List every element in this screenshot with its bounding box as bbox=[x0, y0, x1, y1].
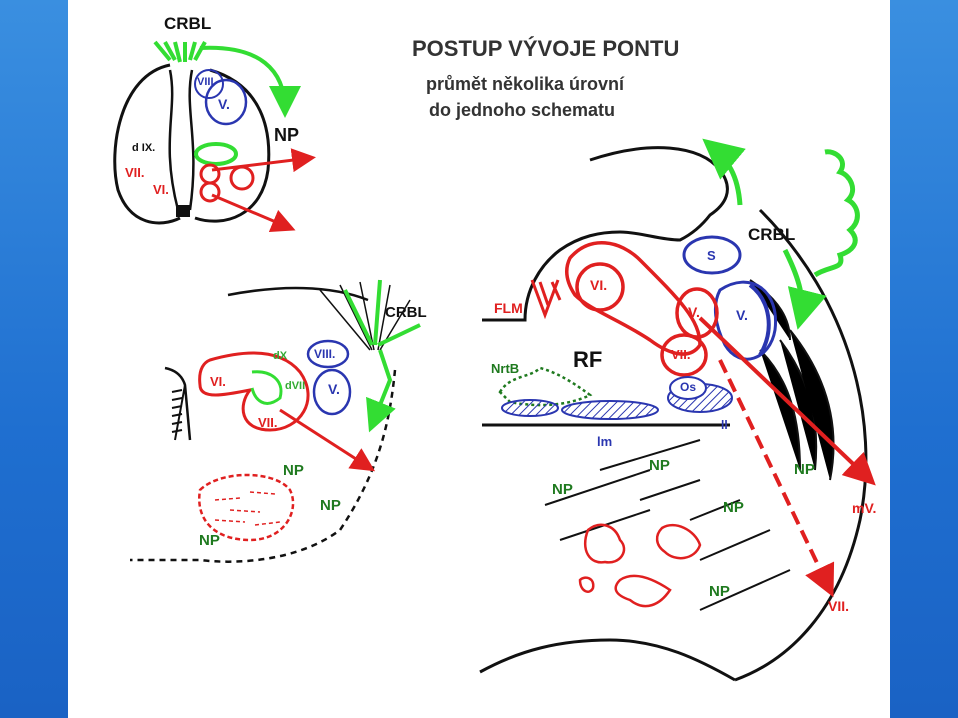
middle-left-np1-label: NP bbox=[283, 462, 304, 479]
slide-title: POSTUP VÝVOJE PONTU bbox=[412, 36, 680, 61]
top-left-dix-label: d IX. bbox=[132, 142, 156, 154]
top-left-red-arrow-2 bbox=[211, 193, 296, 233]
middle-left-np2-label: NP bbox=[320, 497, 341, 514]
right-vii-label: VII. bbox=[671, 347, 691, 362]
top-left-midline bbox=[168, 69, 195, 211]
top-left-v-label: V. bbox=[218, 96, 230, 112]
middle-left-green-fibers bbox=[343, 279, 421, 347]
middle-left-crbl-fibers bbox=[319, 281, 411, 351]
right-v-blue-label: V. bbox=[736, 307, 748, 323]
right-os-label: Os bbox=[680, 380, 697, 394]
top-left-np-label: NP bbox=[274, 125, 300, 145]
top-left-v-nucleus bbox=[204, 78, 248, 126]
top-left-crbl-label: CRBL bbox=[164, 14, 212, 33]
top-left-green-nucleus bbox=[194, 142, 238, 166]
right-ll-label: ll bbox=[721, 418, 728, 432]
right-crbl-label: CRBL bbox=[748, 225, 796, 244]
middle-left-v-label: V. bbox=[328, 381, 340, 397]
right-flm-label: FLM bbox=[494, 300, 523, 316]
middle-left-red-loop bbox=[198, 351, 310, 432]
right-crbl-green-wave bbox=[813, 149, 860, 278]
top-left-crbl-green bbox=[153, 40, 207, 63]
right-np3-label: NP bbox=[794, 461, 815, 478]
top-left-green-arrow bbox=[199, 45, 301, 118]
slide-subtitle-line2: do jednoho schematu bbox=[429, 100, 616, 120]
top-left-diagram bbox=[113, 40, 316, 233]
middle-left-vi-label: VI. bbox=[210, 374, 226, 389]
middle-left-v-nucleus bbox=[312, 368, 352, 416]
middle-left-red-arrow bbox=[279, 408, 376, 472]
middle-left-dashed-border bbox=[130, 369, 397, 563]
right-vi-nucleus bbox=[575, 262, 625, 312]
right-np5-label: NP bbox=[709, 583, 730, 600]
right-rf-label: RF bbox=[573, 347, 603, 372]
right-nrtb-label: NrtB bbox=[491, 361, 520, 376]
right-lm-left bbox=[501, 399, 559, 417]
right-transverse-fibers bbox=[544, 279, 835, 611]
right-red-loop bbox=[564, 241, 702, 356]
top-left-viii-nucleus bbox=[194, 69, 224, 99]
right-v-red-label: V. bbox=[688, 304, 700, 320]
right-lm-label: lm bbox=[597, 434, 613, 449]
right-green-down-arrow bbox=[782, 248, 827, 330]
middle-left-green-down bbox=[366, 349, 396, 433]
middle-left-pontine-dashes bbox=[214, 491, 281, 526]
right-s-nucleus bbox=[682, 235, 742, 275]
right-vi-label: VI. bbox=[590, 277, 608, 293]
right-diagram bbox=[479, 138, 876, 682]
right-blue-v-hatch bbox=[748, 283, 771, 357]
right-lm-right bbox=[561, 400, 659, 420]
right-np2-label: NP bbox=[552, 481, 573, 498]
middle-left-dvii-label: dVII bbox=[285, 380, 306, 392]
top-left-outline bbox=[113, 63, 271, 225]
right-bottom-outline bbox=[479, 638, 736, 682]
right-np4-label: NP bbox=[723, 499, 744, 516]
middle-left-top-outline bbox=[227, 286, 369, 302]
right-flm bbox=[530, 279, 562, 320]
middle-left-crbl-label: CRBL bbox=[385, 304, 427, 321]
right-pontine-nuclei bbox=[578, 523, 702, 608]
right-red-arrow-mv bbox=[698, 316, 876, 486]
top-left-vi-label: VI. bbox=[153, 182, 169, 197]
top-left-vii-label: VII. bbox=[125, 165, 145, 180]
middle-left-diagram bbox=[130, 279, 421, 563]
right-red-arrow-vii bbox=[718, 359, 835, 598]
right-np1-label: NP bbox=[649, 457, 670, 474]
middle-left-floor-hatch bbox=[171, 384, 186, 441]
middle-left-left-outline bbox=[164, 366, 192, 441]
middle-left-np3-label: NP bbox=[199, 532, 220, 549]
middle-left-viii-nucleus bbox=[306, 339, 350, 369]
top-left-floor-plate bbox=[176, 205, 190, 217]
top-left-red-nucleus-a bbox=[199, 163, 221, 185]
right-os-nucleus bbox=[669, 376, 707, 400]
middle-left-vii-label: VII. bbox=[258, 415, 278, 430]
middle-left-viii-label: VIII. bbox=[314, 347, 336, 361]
top-left-red-nucleus-c bbox=[229, 165, 255, 191]
right-vii-nucleus bbox=[660, 333, 708, 377]
right-vii-out-label: VII. bbox=[828, 598, 850, 614]
middle-left-dx-label: dX bbox=[273, 350, 288, 362]
middle-left-pontine-nucleus bbox=[197, 473, 295, 542]
top-left-red-nucleus-b bbox=[199, 181, 221, 203]
right-green-up-arrow bbox=[702, 138, 746, 206]
top-left-red-arrow-1 bbox=[211, 148, 316, 173]
top-left-viii-label: VIII bbox=[197, 76, 214, 88]
middle-left-green-loop bbox=[250, 370, 283, 405]
right-mv-label: mV. bbox=[852, 500, 877, 516]
right-s-label: S bbox=[707, 248, 716, 263]
slide-subtitle-line1: průmět několika úrovní bbox=[426, 74, 625, 94]
right-ventricle-floor bbox=[482, 146, 729, 322]
